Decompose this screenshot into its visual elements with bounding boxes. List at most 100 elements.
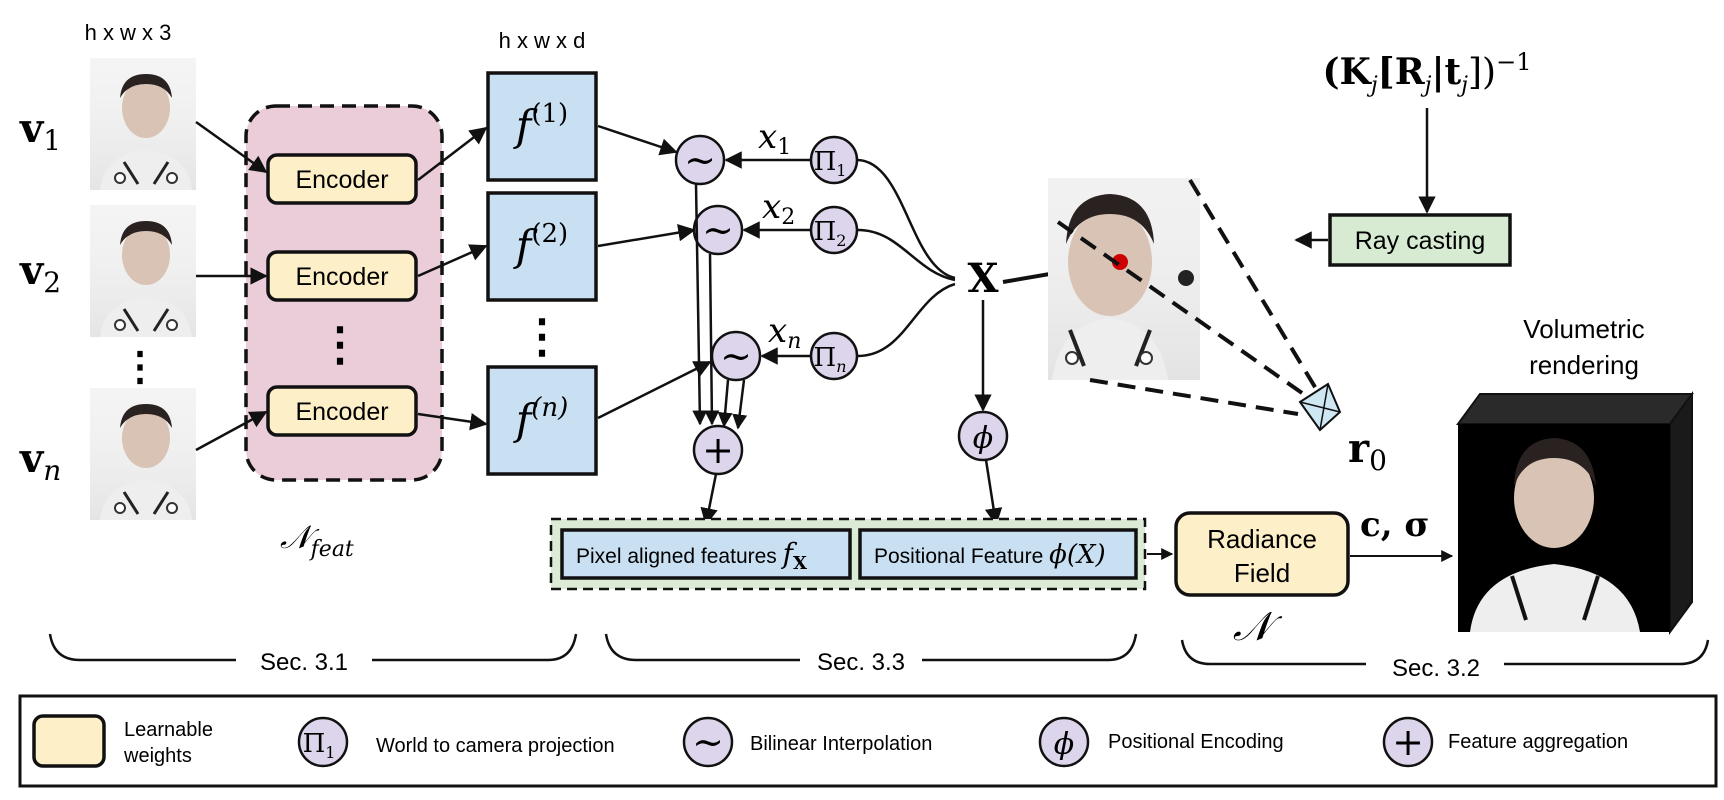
projection-node-n: Πn <box>809 331 859 381</box>
camera-matrix-label: (Kj[Rj|tj])−1 <box>1323 48 1532 98</box>
ray-dashed-2 <box>1188 178 1320 394</box>
radiance-field-box: Radiance Field <box>1174 511 1350 597</box>
radiance-network-label: 𝒩 <box>1233 604 1283 650</box>
legend-projection-icon <box>297 716 349 768</box>
svg-text:Πn: Πn <box>814 343 847 376</box>
interp-node-2: ∼ <box>692 204 744 256</box>
phi-node: ϕ <box>957 410 1009 462</box>
svg-text:+: + <box>702 428 734 472</box>
radiance-output-label: c, σ <box>1360 505 1429 545</box>
view-label-n: vn <box>19 435 61 487</box>
feature-ellipsis: ⋮ <box>519 309 565 363</box>
arrow-interp2-agg <box>704 253 720 426</box>
encoder-2: Encoder <box>266 250 418 302</box>
arrow-phi-features <box>984 459 1003 526</box>
svg-text:f(n): f(n) <box>513 393 569 444</box>
sample-label-n: xn <box>768 311 801 354</box>
svg-text:ϕ: ϕ <box>1054 727 1074 762</box>
svg-text:+: + <box>1392 720 1424 764</box>
legend-projection-label: World to camera projection <box>376 735 615 757</box>
sample-label-1: x1 <box>758 117 791 160</box>
svg-text:∼: ∼ <box>684 138 716 182</box>
center-face-photo <box>1048 178 1200 380</box>
camera-icon <box>1298 382 1342 432</box>
curve-x-proj2 <box>857 228 956 282</box>
svg-text:Π2: Π2 <box>814 217 847 250</box>
view-label-1: v1 <box>19 105 61 157</box>
feature-dims-label: h x w x d <box>499 28 586 53</box>
pixel-aligned-features-box: Pixel aligned features fX <box>560 528 852 580</box>
projection-node-1: Π1 <box>809 135 859 185</box>
legend-learnable-swatch <box>32 714 106 768</box>
radiance-label-1: Radiance <box>1207 524 1317 554</box>
feature-map-1: f(1) <box>486 71 598 182</box>
legend-interpolation-icon <box>682 716 734 768</box>
legend-positional-icon <box>1038 716 1090 768</box>
legend-learnable-label-2: weights <box>123 745 192 767</box>
ray-dashed-3 <box>1089 378 1299 416</box>
legend-positional-label: Positional Encoding <box>1108 731 1284 753</box>
legend-aggregation-label: Feature aggregation <box>1448 731 1628 753</box>
encoder-group-label: 𝒩feat <box>280 518 354 562</box>
arrow-encodern-fmap <box>417 412 488 431</box>
svg-text:∼: ∼ <box>692 720 724 764</box>
arrow-agg-features <box>700 473 718 526</box>
input-view-n: vn <box>19 386 198 522</box>
input-dims-label: h x w x 3 <box>85 20 172 45</box>
section-brace-3-2: Sec. 3.2 <box>1180 639 1710 682</box>
encoder-label: Encoder <box>295 398 388 426</box>
sample-point-marker <box>1112 254 1128 270</box>
rendered-volume <box>1456 390 1694 636</box>
section-label: Sec. 3.2 <box>1392 655 1480 682</box>
input-ellipsis: ⋮ <box>120 343 160 390</box>
projection-node-2: Π2 <box>809 205 859 255</box>
arrow-fmap2-interp <box>597 223 696 248</box>
encoder-ellipsis: ⋮ <box>317 317 363 371</box>
encoder-n: Encoder <box>266 385 418 437</box>
camera-origin-label: r0 <box>1348 425 1387 477</box>
section-brace-3-3: Sec. 3.3 <box>604 633 1138 676</box>
legend-learnable: Learnable weights <box>32 714 213 768</box>
legend-aggregation-icon <box>1382 716 1434 768</box>
section-label: Sec. 3.3 <box>817 649 905 676</box>
arrow-encoder2-fmap <box>417 244 488 278</box>
svg-text:Π1: Π1 <box>303 729 336 762</box>
ray-dashed-1 <box>1056 220 1314 402</box>
encoder-label: Encoder <box>295 263 388 291</box>
arrow-interpn-agg <box>717 379 733 428</box>
legend-aggregation: + Feature aggregation <box>1382 716 1628 768</box>
feature-map-2: f(2) <box>486 191 598 302</box>
render-title-1: Volumetric <box>1523 314 1644 344</box>
legend-interpolation-label: Bilinear Interpolation <box>750 733 932 755</box>
view-label-2: v2 <box>19 247 61 299</box>
legend-projection: Π1 World to camera projection <box>297 716 615 768</box>
arrow-fmap1-interp <box>597 124 678 156</box>
input-view-1: v1 <box>19 56 198 192</box>
section-brace-3-1: Sec. 3.1 <box>48 633 578 676</box>
sample-label-2: x2 <box>762 187 795 230</box>
input-view-2: v2 <box>19 203 198 339</box>
curve-x-proj1 <box>857 158 956 280</box>
ray-casting-label: Ray casting <box>1355 227 1486 255</box>
svg-text:ϕ: ϕ <box>973 421 993 456</box>
curve-x-projn <box>857 282 956 358</box>
encoder-1: Encoder <box>266 153 418 205</box>
feature-map-n: f(n) <box>486 365 598 476</box>
positional-feature-box: Positional Feature ϕ(X) <box>858 528 1138 580</box>
legend-positional: ϕ Positional Encoding <box>1038 716 1284 768</box>
svg-text:Positional Feature ϕ(X): Positional Feature ϕ(X) <box>874 540 1106 570</box>
ray-casting-box: Ray casting <box>1328 213 1512 267</box>
render-title-2: rendering <box>1529 350 1639 380</box>
legend-interpolation: ∼ Bilinear Interpolation <box>682 716 932 768</box>
interp-node-n: ∼ <box>710 330 762 382</box>
svg-text:Π1: Π1 <box>814 147 847 180</box>
radiance-label-2: Field <box>1234 558 1290 588</box>
arrow-interpn-agg-2 <box>732 379 748 430</box>
interp-node-1: ∼ <box>674 134 726 186</box>
svg-text:∼: ∼ <box>720 334 752 378</box>
section-label: Sec. 3.1 <box>260 649 348 676</box>
legend-learnable-label-1: Learnable <box>124 719 213 741</box>
arrow-view1-encoder <box>195 120 268 174</box>
point-label: X <box>967 255 998 302</box>
